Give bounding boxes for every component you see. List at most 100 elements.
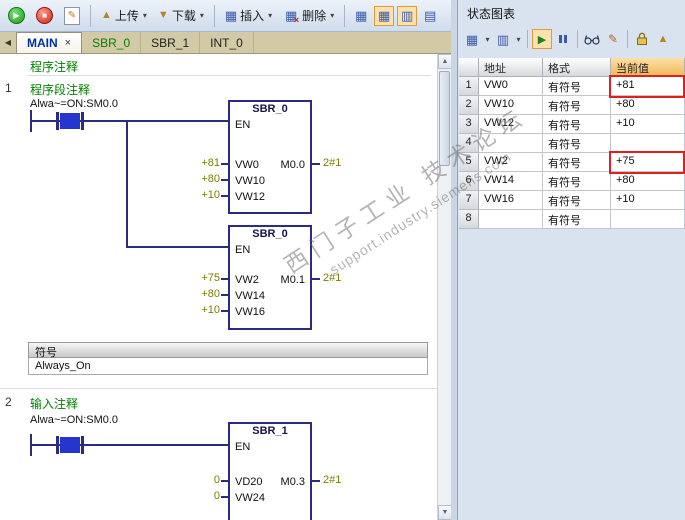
row-number[interactable]: 4 — [459, 134, 479, 153]
chart-status-toggle-button[interactable]: ▶ — [532, 29, 552, 49]
toggle-grid-icon[interactable]: ▦ — [351, 6, 371, 26]
format-cell[interactable]: 有符号 — [543, 134, 611, 153]
delete-button[interactable]: ▦ × 删除 ▾ — [279, 4, 338, 28]
scrollbar-thumb[interactable] — [439, 71, 450, 166]
value-column-header[interactable]: 当前值 — [611, 58, 685, 77]
chart-style-button[interactable]: ▥ — [493, 29, 513, 49]
ladder-editor[interactable]: 程序注释 1 程序段注释 Alwa~=ON:SM0.0 SBR_0 EN VW0… — [0, 54, 437, 520]
value-cell[interactable]: +10 — [611, 115, 685, 134]
tab-main[interactable]: MAIN × — [16, 32, 83, 53]
symbol-table-row[interactable]: Always_On — [28, 358, 428, 375]
force-button[interactable] — [632, 29, 652, 49]
compile-button[interactable]: ✎ — [60, 4, 84, 28]
format-cell[interactable]: 有符号 — [543, 96, 611, 115]
value-cell[interactable]: +10 — [611, 191, 685, 210]
run-button[interactable]: ▶ — [4, 4, 29, 28]
new-chart-caret-icon[interactable]: ▾ — [485, 34, 490, 44]
format-cell[interactable]: 有符号 — [543, 153, 611, 172]
value-cell[interactable] — [611, 134, 685, 153]
address-cell[interactable]: VW16 — [479, 191, 543, 210]
address-cell[interactable]: VW14 — [479, 172, 543, 191]
delete-caret-icon[interactable]: ▾ — [330, 11, 335, 20]
row-number[interactable]: 2 — [459, 96, 479, 115]
address-cell[interactable] — [479, 210, 543, 229]
format-cell[interactable]: 有符号 — [543, 172, 611, 191]
block-input-name[interactable]: VW2 — [235, 274, 259, 286]
table-row[interactable]: 3 VW12 有符号 +10 — [459, 115, 685, 134]
new-chart-button[interactable]: ▦ — [462, 29, 482, 49]
write-all-button[interactable]: ✎ — [603, 29, 623, 49]
network-comment[interactable]: 输入注释 — [30, 397, 79, 411]
contact-label[interactable]: Alwa~=ON:SM0.0 — [30, 414, 119, 426]
value-cell[interactable] — [611, 210, 685, 229]
address-cell[interactable]: VW10 — [479, 96, 543, 115]
insert-button[interactable]: ▦ 插入 ▾ — [221, 4, 276, 28]
block-output-name[interactable]: M0.3 — [280, 476, 305, 488]
table-row[interactable]: 7 VW16 有符号 +10 — [459, 191, 685, 210]
row-number[interactable]: 3 — [459, 115, 479, 134]
table-row[interactable]: 1 VW0 有符号 +81 — [459, 77, 685, 96]
block-output-name[interactable]: M0.0 — [280, 159, 305, 171]
scroll-up-button[interactable]: ▲ — [438, 54, 452, 69]
block-output-name[interactable]: M0.1 — [280, 274, 305, 286]
tab-int0[interactable]: INT_0 — [200, 32, 254, 53]
subroutine-block-sbr0[interactable]: SBR_0 EN VW0 VW10 VW12 M0.0 — [228, 100, 312, 214]
toggle-network-comments-icon[interactable]: ▥ — [397, 5, 418, 26]
program-comment[interactable]: 程序注释 — [30, 60, 79, 74]
format-cell[interactable]: 有符号 — [543, 77, 611, 96]
address-column-header[interactable]: 地址 — [479, 58, 543, 77]
table-row[interactable]: 4 有符号 — [459, 134, 685, 153]
address-cell[interactable]: VW2 — [479, 153, 543, 172]
subroutine-block-sbr0[interactable]: SBR_0 EN VW2 VW14 VW16 M0.1 — [228, 225, 312, 330]
network-comment[interactable]: 程序段注释 — [30, 83, 91, 97]
tab-sbr1[interactable]: SBR_1 — [141, 32, 201, 53]
toggle-pou-comments-icon[interactable]: ▦ — [374, 5, 395, 26]
row-number[interactable]: 8 — [459, 210, 479, 229]
table-row[interactable]: 6 VW14 有符号 +80 — [459, 172, 685, 191]
block-input-name[interactable]: VW10 — [235, 175, 265, 187]
tab-scroll-left-button[interactable]: ◀ — [4, 38, 12, 47]
address-cell[interactable] — [479, 134, 543, 153]
editor-vertical-scrollbar[interactable]: ▲ ▼ — [437, 54, 452, 520]
unforce-button[interactable]: ▲ — [653, 29, 673, 49]
table-row[interactable]: 5 VW2 有符号 +75 — [459, 153, 685, 172]
upload-button[interactable]: ▲ 上传 ▾ — [97, 4, 151, 28]
format-cell[interactable]: 有符号 — [543, 210, 611, 229]
row-number[interactable]: 7 — [459, 191, 479, 210]
pause-chart-button[interactable] — [553, 29, 573, 49]
scroll-down-button[interactable]: ▼ — [438, 505, 452, 520]
page-icon[interactable]: ▤ — [420, 6, 440, 26]
address-cell[interactable]: VW12 — [479, 115, 543, 134]
block-input-name[interactable]: VW24 — [235, 492, 265, 504]
contact-label[interactable]: Alwa~=ON:SM0.0 — [30, 98, 119, 110]
format-cell[interactable]: 有符号 — [543, 115, 611, 134]
tab-sbr0[interactable]: SBR_0 — [82, 32, 142, 53]
read-all-button[interactable] — [582, 29, 602, 49]
upload-caret-icon[interactable]: ▾ — [142, 11, 147, 20]
block-input-name[interactable]: VW16 — [235, 306, 265, 318]
insert-caret-icon[interactable]: ▾ — [268, 11, 273, 20]
stop-button[interactable]: ■ — [32, 4, 57, 28]
download-caret-icon[interactable]: ▾ — [199, 11, 204, 20]
format-cell[interactable]: 有符号 — [543, 191, 611, 210]
block-input-name[interactable]: VW0 — [235, 159, 259, 171]
table-row[interactable]: 8 有符号 — [459, 210, 685, 229]
download-button[interactable]: ▼ 下载 ▾ — [154, 4, 208, 28]
table-row[interactable]: 2 VW10 有符号 +80 — [459, 96, 685, 115]
value-cell[interactable]: +80 — [611, 172, 685, 191]
value-cell[interactable]: +81 — [611, 77, 685, 96]
block-input-name[interactable]: VD20 — [235, 476, 263, 488]
row-number[interactable]: 5 — [459, 153, 479, 172]
value-cell[interactable]: +80 — [611, 96, 685, 115]
block-input-name[interactable]: VW12 — [235, 191, 265, 203]
address-cell[interactable]: VW0 — [479, 77, 543, 96]
tab-close-icon[interactable]: × — [64, 37, 72, 49]
format-column-header[interactable]: 格式 — [543, 58, 611, 77]
chart-style-caret-icon[interactable]: ▾ — [516, 34, 521, 44]
value-cell[interactable]: +75 — [611, 153, 685, 172]
block-input-name[interactable]: VW14 — [235, 290, 265, 302]
row-number[interactable]: 6 — [459, 172, 479, 191]
subroutine-block-sbr1[interactable]: SBR_1 EN VD20 VW24 M0.3 — [228, 422, 312, 520]
panel-splitter[interactable] — [451, 0, 457, 520]
row-number[interactable]: 1 — [459, 77, 479, 96]
